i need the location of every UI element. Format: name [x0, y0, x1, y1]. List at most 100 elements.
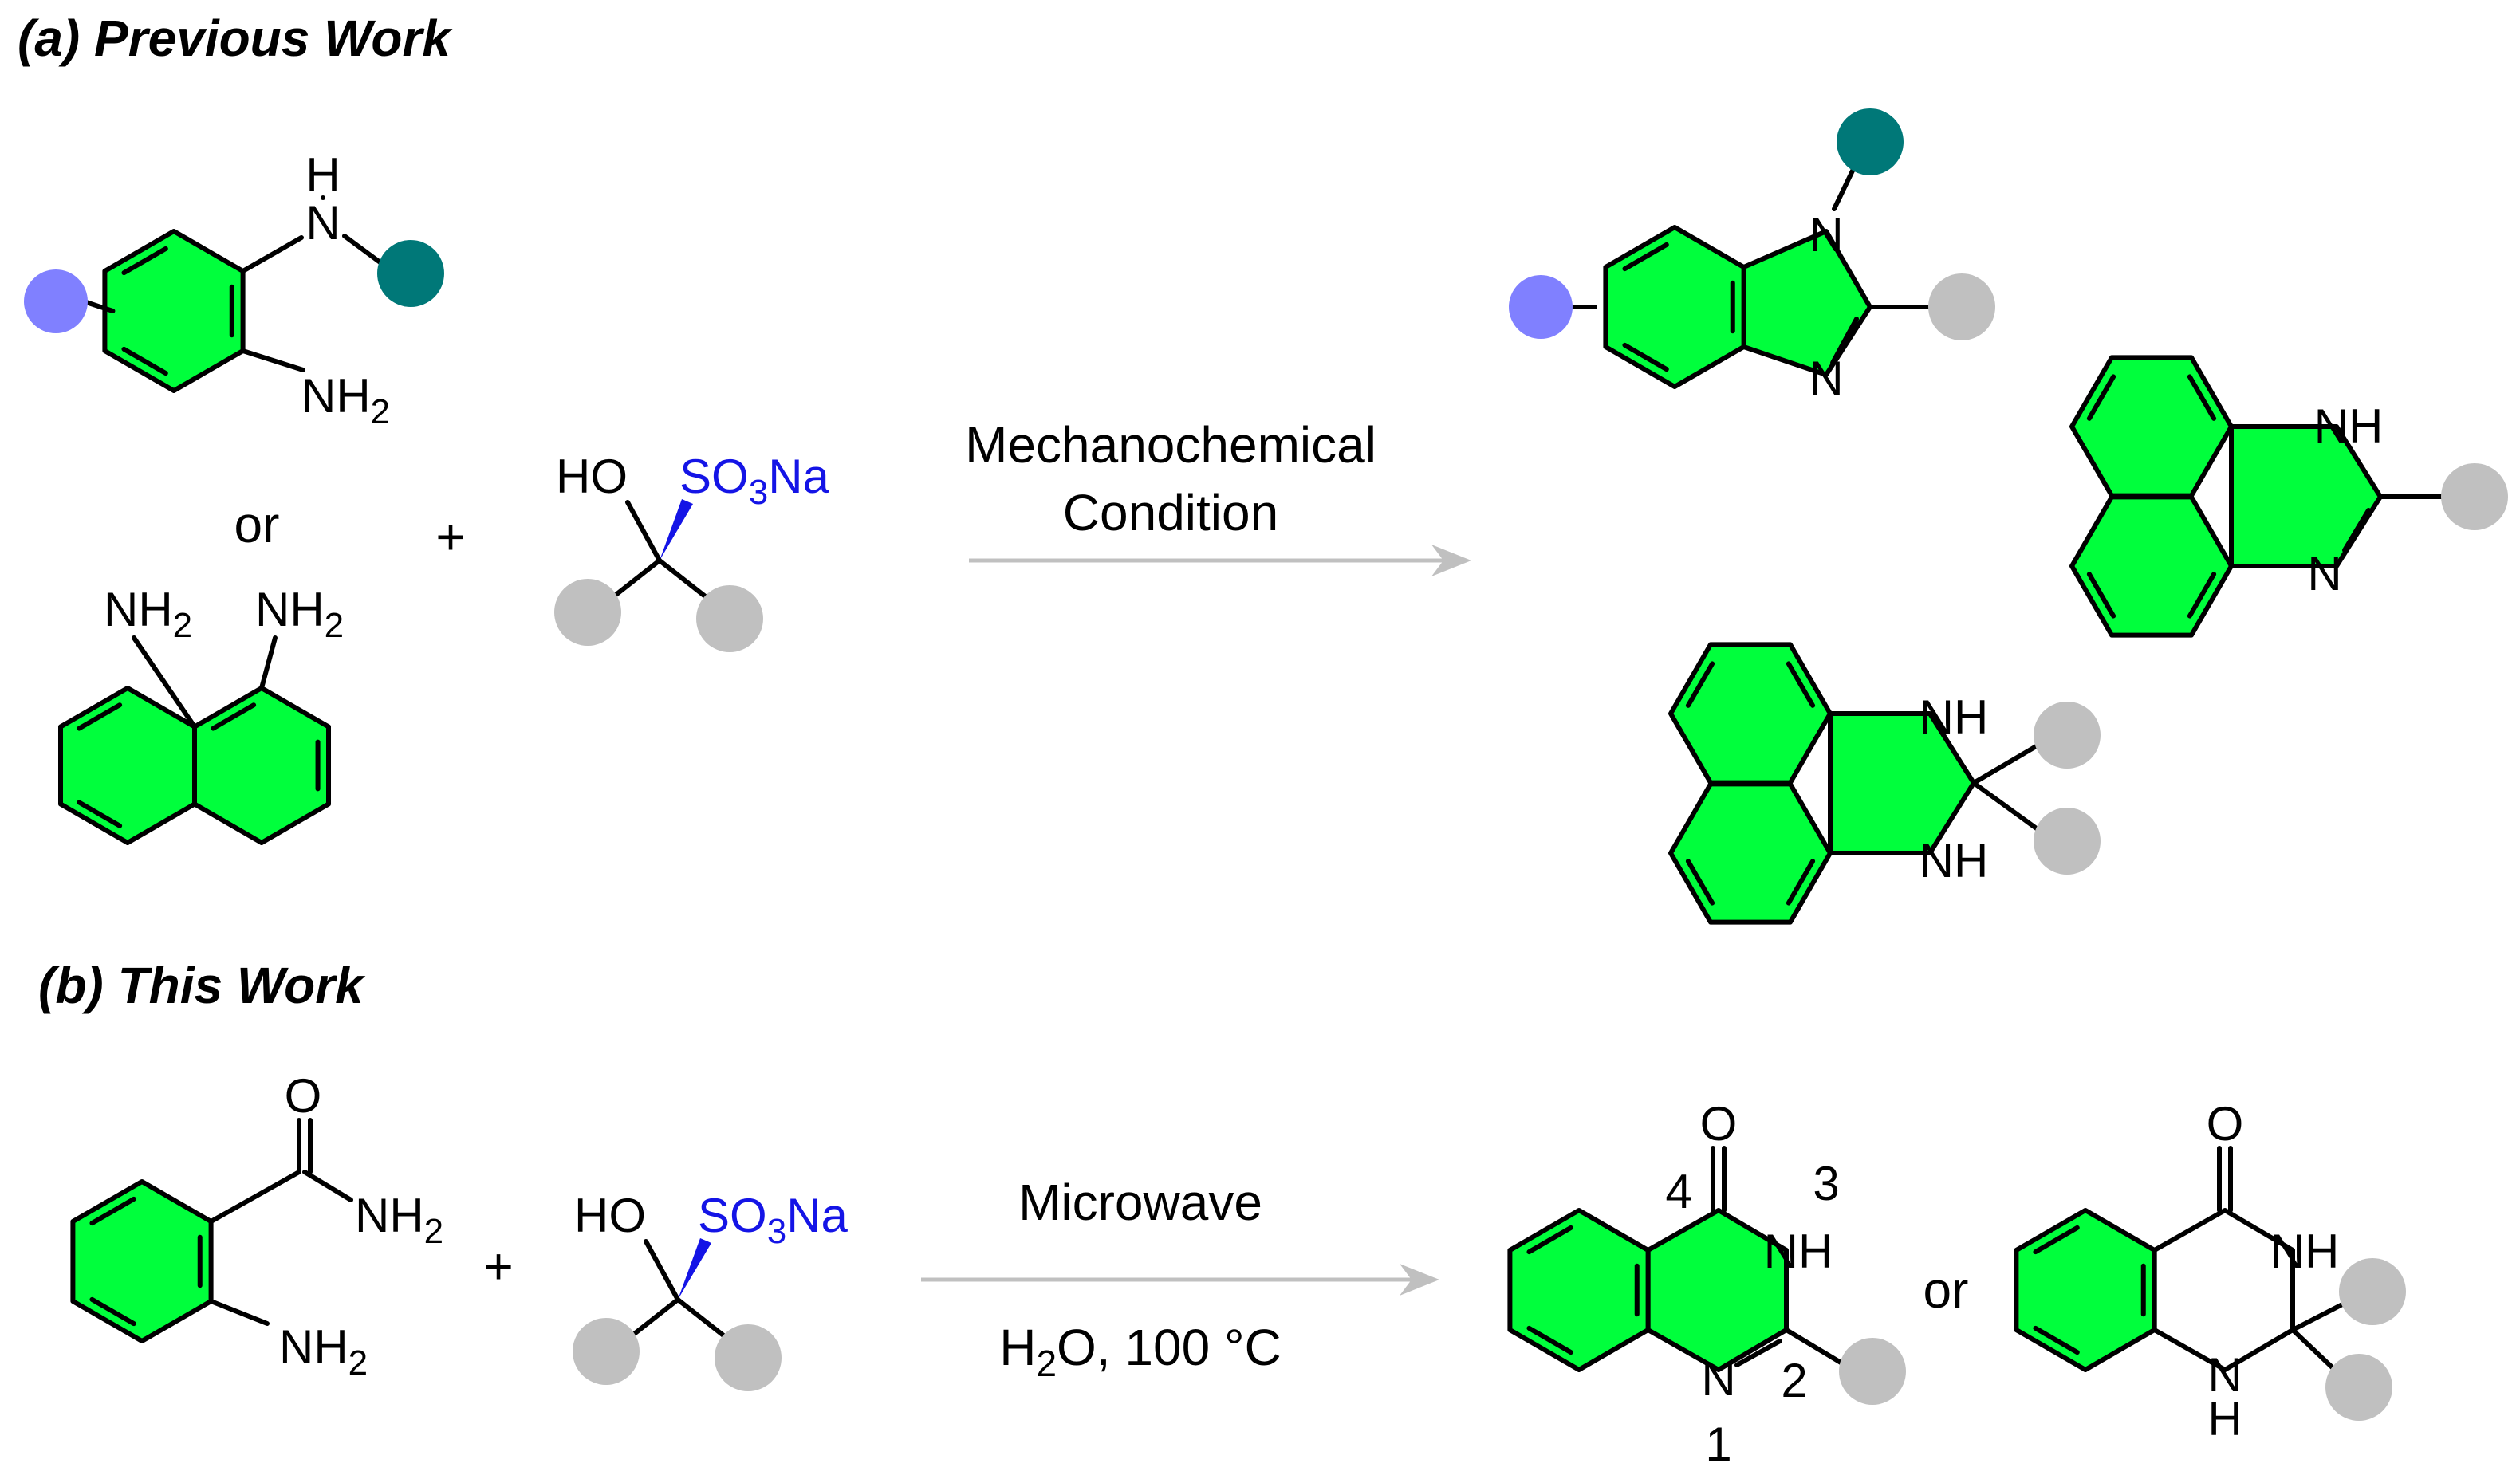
bond-c2-substituent-2 [1971, 781, 2040, 832]
bond-to-carbonyl [208, 1170, 301, 1224]
bond-c2-substituent [1784, 1328, 1845, 1366]
atom-amine-nh2: NH2 [279, 1320, 368, 1383]
water-subscript: 2 [1036, 1343, 1057, 1384]
teal-substituent [377, 240, 444, 307]
naphthalene-right-ring [191, 686, 332, 845]
dihydropyrimidine-ring [1828, 711, 1976, 856]
double-bond [2086, 374, 2116, 421]
condition-label: Condition [1063, 484, 1278, 541]
gray-substituent-2 [2325, 1354, 2392, 1421]
gray-substituent [2441, 463, 2508, 530]
double-bond [1685, 661, 1715, 708]
benzene-ring [2014, 1208, 2157, 1372]
position-number-2: 2 [1781, 1354, 1807, 1407]
double-bond [1622, 342, 1669, 372]
benzene-ring [1507, 1208, 1651, 1372]
double-bond-cn [2342, 508, 2371, 553]
atom-n1: N [2207, 1348, 2242, 1402]
atom-nh2-main: NH [301, 369, 371, 423]
naphthalene-bottom-ring [2069, 494, 2234, 638]
atom-nh2-subscript: 2 [371, 392, 390, 431]
double-bond [1786, 661, 1816, 708]
imidazole-ring [1741, 229, 1872, 377]
atom-nh2: NH2 [301, 369, 390, 431]
header-previous-work: (a) Previous Work [18, 10, 453, 67]
atom-nh2-right-subscript: 2 [325, 606, 344, 645]
reactant-phenylenediamine: HN NH2 [24, 148, 444, 431]
gray-substituent [1928, 273, 1995, 340]
bond-c-oh [625, 500, 662, 563]
atom-amide-nh2: NH2 [355, 1189, 443, 1251]
double-bond [2187, 374, 2217, 421]
atom-amine-nh2-subscript: 2 [348, 1343, 368, 1383]
wedge-bond-c-s [660, 499, 693, 560]
gray-substituent-1 [2034, 702, 2101, 769]
gray-substituent-r2 [696, 585, 763, 652]
so3na-tail: Na [786, 1189, 848, 1242]
label-or: or [234, 496, 280, 553]
plus-sign-b: + [483, 1237, 513, 1295]
plus-sign-a: + [435, 508, 465, 565]
gray-substituent-r1 [554, 579, 621, 646]
atom-amide-nh2-subscript: 2 [424, 1212, 443, 1251]
double-bond [77, 702, 123, 731]
wedge-bond-c-s [678, 1238, 711, 1300]
double-bond [89, 1196, 136, 1226]
purple-substituent [1509, 275, 1573, 339]
so3na-subscript: 3 [767, 1212, 786, 1251]
benzene-ring [1603, 225, 1746, 389]
gray-substituent [1839, 1338, 1906, 1405]
so3na-subscript: 3 [749, 473, 768, 512]
double-bond [77, 800, 123, 828]
gray-substituent-r1 [573, 1318, 640, 1385]
gray-substituent-2 [2034, 808, 2101, 875]
atom-n3h: NH [2270, 1225, 2340, 1278]
atom-n3: N [1809, 352, 1843, 405]
double-bond-cn [1734, 1339, 1782, 1367]
atom-h: H [305, 148, 340, 202]
atom-n1: N [1809, 208, 1843, 262]
position-number-1: 1 [1705, 1418, 1731, 1471]
gray-substituent-1 [2339, 1258, 2406, 1325]
gray-substituent-r2 [715, 1324, 782, 1391]
bond-c2-substituent-1 [1971, 743, 2040, 785]
double-bond [211, 702, 257, 731]
double-bond [1622, 242, 1669, 272]
position-number-3: 3 [1813, 1157, 1839, 1210]
double-bond [121, 246, 168, 276]
bond-c-oh [644, 1239, 680, 1302]
atom-nh2-right: NH2 [255, 583, 344, 645]
atom-nh2-left-main: NH [104, 583, 173, 636]
condition-mechanochemical: Mechanochemical [965, 416, 1376, 474]
so3na-tail: Na [768, 450, 829, 503]
atom-n: N [305, 196, 340, 250]
benzene-ring [102, 229, 246, 393]
atom-nh: NH [2314, 399, 2384, 453]
benzene-ring [70, 1179, 214, 1343]
atom-amine-nh2-main: NH [279, 1320, 348, 1374]
bond-c2-substituent-1 [2290, 1299, 2351, 1332]
bond-n-substituent [342, 234, 384, 266]
bond-to-nh2-left [132, 635, 198, 730]
atom-nh2-right-main: NH [255, 583, 325, 636]
condition-microwave: Microwave [1018, 1174, 1262, 1231]
naphthalene-left-ring [57, 686, 198, 845]
atom-ho: HO [574, 1189, 646, 1242]
product-perimidine: NHN [2069, 355, 2508, 638]
product-benzimidazole: NN [1509, 108, 1995, 405]
so3na-main: SO [679, 450, 749, 503]
double-bond [2086, 572, 2116, 619]
atom-n3h: NH [1764, 1225, 1833, 1278]
purple-substituent [24, 269, 88, 333]
header-this-work: (b) This Work [38, 957, 366, 1014]
position-number-4: 4 [1665, 1165, 1691, 1218]
double-bond-cn [1830, 317, 1859, 365]
naphthalene-top-ring [1668, 642, 1833, 785]
bond-to-nh2 [240, 348, 305, 372]
bond-to-amine [208, 1299, 270, 1326]
atom-o: O [2207, 1097, 2244, 1150]
